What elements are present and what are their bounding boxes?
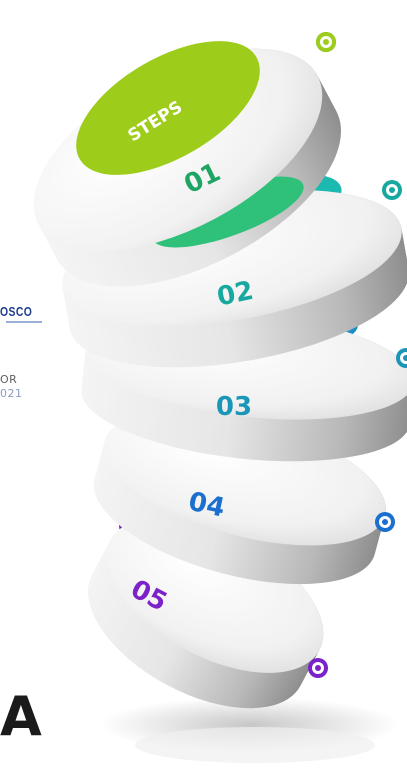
step-label-02: 02 — [215, 276, 257, 313]
background-letter: A — [0, 685, 43, 748]
step-dot-02 — [382, 180, 402, 200]
background-logo-text: OSCO — [0, 304, 33, 319]
step-dot-05 — [308, 658, 328, 678]
step-disc-04: 04 — [93, 410, 395, 585]
background-text-line-1: OR — [0, 373, 18, 386]
step-label-04: 04 — [186, 487, 228, 524]
step-dot-04 — [375, 512, 395, 532]
steps-cap-fill — [76, 41, 260, 175]
step-label-03: 03 — [216, 392, 252, 422]
floor-reflection — [135, 727, 375, 763]
step-dot-03 — [396, 348, 407, 368]
background-logo-underline — [6, 321, 42, 323]
background-text-line-2: 021 — [0, 387, 23, 400]
steps-cap-dot — [316, 32, 336, 52]
steps-cap-disc: STEPS — [76, 32, 336, 175]
